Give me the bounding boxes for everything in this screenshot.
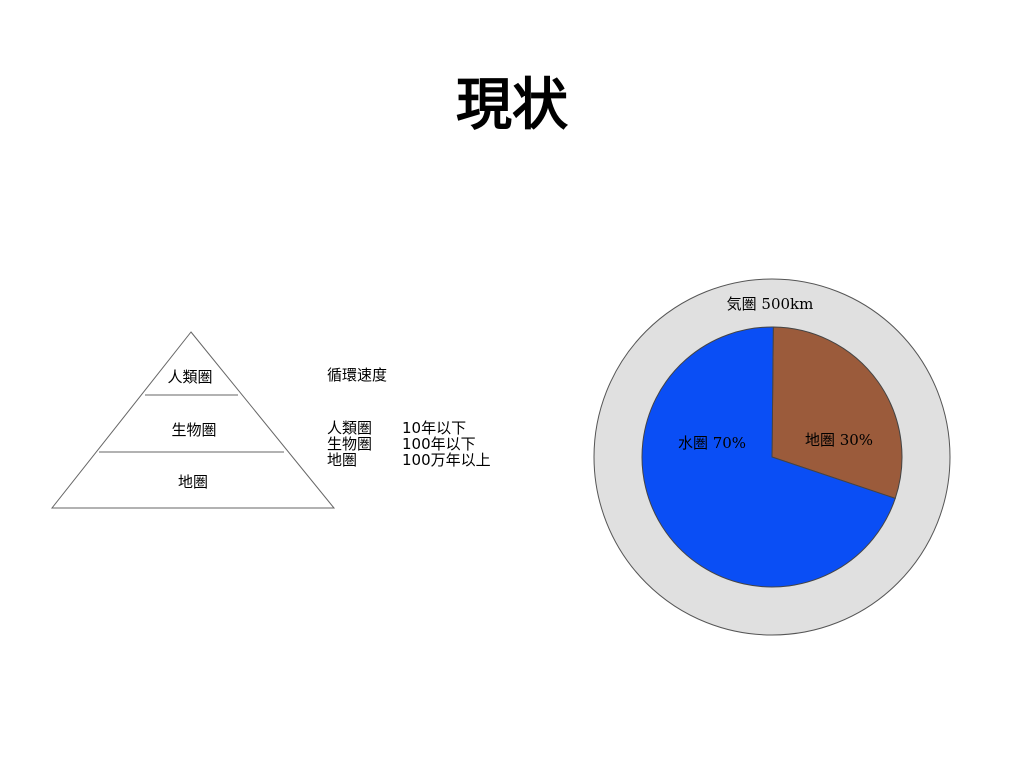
circulation-row: 地圏 100万年以上: [327, 452, 491, 468]
circulation-sphere: 人類圏: [327, 419, 373, 437]
pyramid-layer-geo: 地圏: [178, 473, 208, 491]
circulation-time: 100年以下: [402, 435, 476, 453]
circulation-sphere: 地圏: [327, 451, 358, 469]
circulation-row: 人類圏 10年以下: [327, 420, 491, 436]
biosphere-pyramid: 人類圏 生物圏 地圏: [50, 331, 336, 509]
atmosphere-label: 気圏 500km: [727, 295, 814, 313]
pie-slice-geo: [771, 326, 903, 500]
pyramid-layer-bio: 生物圏: [171, 421, 216, 439]
circulation-sphere: 生物圏: [327, 435, 373, 453]
pyramid-layer-human: 人類圏: [167, 368, 212, 386]
pie-slice-water: [641, 326, 896, 588]
earth-composition-diagram: 気圏 500km 地圏 30% 水圏 70%: [593, 278, 951, 636]
slice-label-water: 水圏 70%: [678, 434, 746, 452]
circulation-table: 人類圏 10年以下 生物圏 100年以下 地圏 100万年以上: [327, 420, 491, 468]
circulation-time: 100万年以上: [402, 451, 491, 469]
circulation-time: 10年以下: [402, 419, 467, 437]
pyramid-outline: [50, 331, 336, 509]
circulation-row: 生物圏 100年以下: [327, 436, 491, 452]
slide-title: 現状: [456, 73, 568, 138]
circulation-heading: 循環速度: [327, 366, 388, 384]
slice-label-geo: 地圏 30%: [805, 431, 873, 449]
